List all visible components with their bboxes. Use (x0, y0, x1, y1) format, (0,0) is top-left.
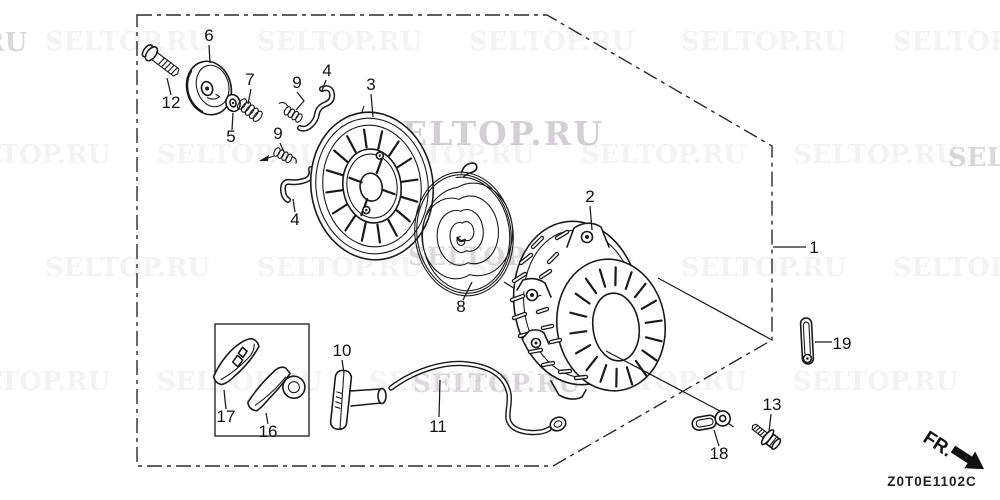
assembly-boundary-box (136, 14, 773, 467)
svg-text:SELTOP.RU: SELTOP.RU (681, 27, 847, 57)
fr-label: FR. (919, 427, 956, 461)
case-lower-ear (522, 329, 550, 345)
part-17-grip-half (212, 337, 260, 386)
svg-text:SELTOP.RU: SELTOP.RU (257, 27, 423, 57)
drawing-code: Z0T0E1102C (887, 474, 977, 489)
part-16-grip-half (247, 366, 306, 412)
callout-4a: 4 (322, 61, 331, 80)
fr-direction-indicator: FR. (919, 427, 985, 470)
callout-9a: 9 (292, 73, 301, 92)
svg-text:SELTOP.RU: SELTOP.RU (893, 253, 1000, 283)
part-13-flange-bolt (751, 423, 782, 450)
part-4-wire-lower (280, 166, 315, 203)
part-19-clip (799, 317, 815, 365)
callout-4b: 4 (290, 210, 299, 229)
part-12-setting-bolt (141, 44, 180, 77)
callout-7: 7 (245, 70, 254, 89)
svg-text:SELTOP.RU: SELTOP.RU (0, 367, 111, 397)
part-9-spring-lower (273, 147, 297, 164)
callout-2: 2 (585, 187, 594, 206)
svg-text:SELTOP.RU: SELTOP.RU (469, 27, 635, 57)
part-11-starter-rope (388, 360, 567, 436)
svg-text:SELTOP.RU: SELTOP.RU (793, 140, 959, 170)
case-left-ear (516, 277, 552, 298)
callout-18: 18 (710, 444, 729, 463)
callout-10: 10 (333, 341, 352, 360)
callout-12: 12 (162, 93, 181, 112)
callout-9b: 9 (273, 124, 282, 143)
part-10-starter-grip (329, 369, 387, 431)
part-8-recoil-spring (414, 162, 514, 297)
svg-text:SELTOP.RU: SELTOP.RU (257, 253, 423, 283)
part-5-washer (225, 93, 241, 113)
callout-11: 11 (429, 417, 447, 436)
svg-text:SELTOP.RU: SELTOP.RU (893, 27, 1000, 57)
case-bottom-tab (550, 380, 587, 400)
direction-arrow-icon (259, 155, 275, 161)
part-18-rope-guide (691, 410, 734, 431)
fr-arrow-icon (950, 445, 985, 470)
svg-text:SELTOP.RU: SELTOP.RU (793, 367, 959, 397)
svg-text:SELTOP.RU: SELTOP.RU (0, 140, 111, 170)
callout-3: 3 (366, 75, 375, 94)
svg-text:SELTOP.RU: SELTOP.RU (45, 253, 211, 283)
callout-5: 5 (226, 127, 235, 146)
callout-19: 19 (833, 334, 852, 353)
part-6-starter-cup (185, 60, 233, 116)
part-2-starter-case (509, 220, 667, 400)
case-vent-slots (509, 229, 589, 381)
svg-text:SELTOP.RU: SELTOP.RU (581, 140, 747, 170)
callout-13: 13 (763, 395, 782, 414)
callout-16: 16 (259, 422, 278, 441)
case-radial-slots (569, 266, 663, 388)
svg-text:SELTOP.RU: SELTOP.RU (157, 140, 323, 170)
part-3-starter-pulley (309, 105, 435, 261)
watermark-edge-fragment-right: SELTOP.RU (948, 143, 1000, 173)
part-7-spring (236, 98, 263, 122)
callout-6: 6 (204, 26, 213, 45)
svg-text:SELTOP.RU: SELTOP.RU (681, 253, 847, 283)
callout-1: 1 (809, 238, 818, 257)
part-4-wire-upper (297, 85, 336, 132)
callouts: 1 2 3 4 4 5 6 7 8 9 9 10 11 12 13 16 17 … (162, 26, 852, 463)
leader-lines (166, 44, 832, 447)
svg-text:SELTOP.RU: SELTOP.RU (45, 27, 211, 57)
watermark-edge-fragment-left: SELTOP.RU (0, 28, 28, 58)
part-9-spring-upper (278, 101, 303, 123)
callout-17: 17 (217, 407, 236, 426)
callout-8: 8 (456, 297, 465, 316)
